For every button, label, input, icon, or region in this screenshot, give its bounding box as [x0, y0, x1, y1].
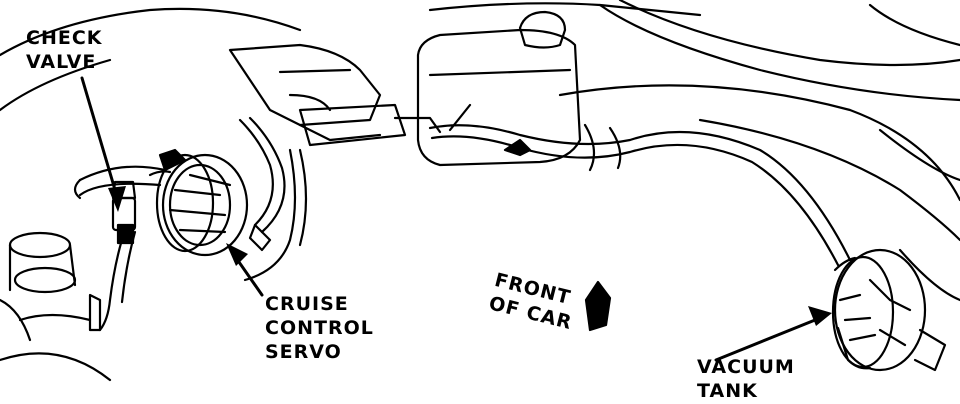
fender-outline [0, 0, 960, 302]
check-valve-label: CHECK VALVE [26, 26, 103, 74]
vacuum-tank-label: VACUUM TANK [697, 355, 795, 403]
pointer-arrows [80, 76, 822, 362]
vacuum-hose [428, 123, 852, 267]
arrow-heads [108, 186, 832, 326]
vacuum-tank-label-line2: TANK [697, 380, 758, 402]
cruise-servo-label-line3: SERVO [265, 341, 342, 363]
servo-shape [148, 148, 249, 257]
vacuum-tank-label-line1: VACUUM [697, 356, 795, 378]
check-valve-label-line1: CHECK [26, 27, 103, 49]
cruise-servo-label-line2: CONTROL [265, 317, 374, 339]
master-cylinder [228, 43, 442, 147]
vacuum-tank-shape [831, 248, 947, 372]
engine-left [0, 231, 112, 382]
check-valve-label-line2: VALVE [26, 51, 97, 73]
front-direction-arrow [584, 280, 612, 332]
cruise-servo-label-line1: CRUISE [265, 293, 349, 315]
check-valve-shape [111, 180, 137, 245]
cruise-servo-label: CRUISE CONTROL SERVO [265, 292, 374, 364]
